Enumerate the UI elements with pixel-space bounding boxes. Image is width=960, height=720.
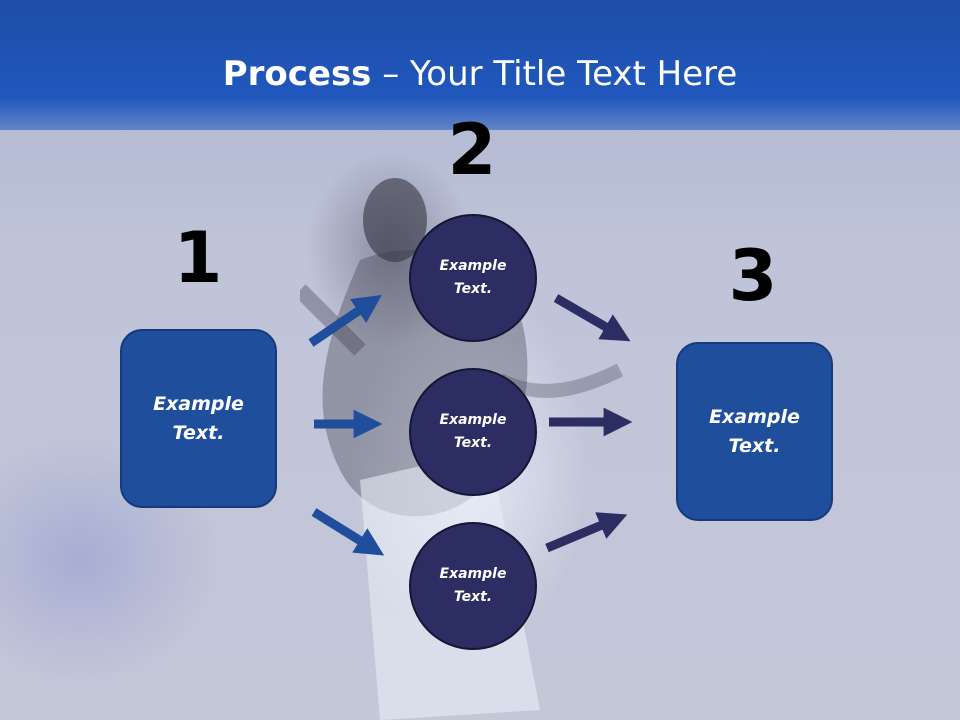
header-bar bbox=[0, 0, 960, 130]
step-number-3: 3 bbox=[728, 235, 778, 317]
circle-step-bottom: Example Text. bbox=[409, 522, 537, 650]
arrow-top-to-right bbox=[553, 294, 631, 342]
circle-step-top: Example Text. bbox=[409, 214, 537, 342]
arrow-left-to-bottom bbox=[311, 508, 385, 556]
step-number-1: 1 bbox=[173, 217, 223, 299]
slide-title: Process – Your Title Text Here bbox=[0, 52, 960, 96]
circle-top-text: Example Text. bbox=[439, 258, 507, 297]
title-rest: – Your Title Text Here bbox=[371, 54, 738, 94]
left-process-box: Example Text. bbox=[120, 329, 277, 508]
right-process-box: Example Text. bbox=[676, 342, 833, 521]
left-box-text: Example Text. bbox=[153, 392, 244, 444]
circle-step-middle: Example Text. bbox=[409, 368, 537, 496]
arrow-bottom-to-right bbox=[545, 512, 628, 553]
right-box-text: Example Text. bbox=[709, 405, 800, 457]
circle-bottom-text: Example Text. bbox=[439, 566, 507, 605]
arrow-left-to-top bbox=[308, 294, 382, 347]
title-bold: Process bbox=[222, 54, 372, 94]
step-number-2: 2 bbox=[447, 109, 497, 191]
circle-middle-text: Example Text. bbox=[439, 412, 507, 451]
